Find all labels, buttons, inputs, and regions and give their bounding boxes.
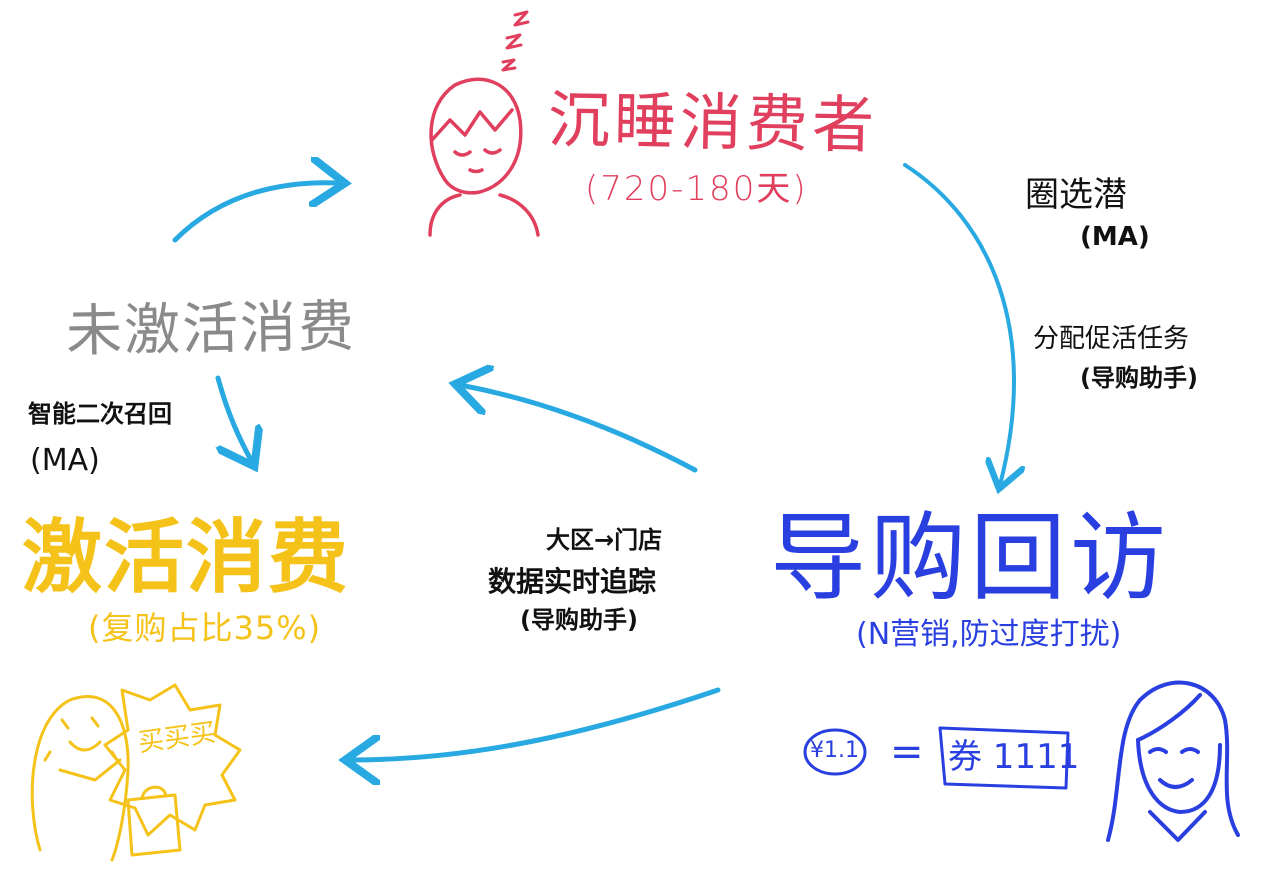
annotation-assign-task-line2: (导购助手) — [1080, 364, 1198, 392]
annotation-data-track-line2: 数据实时追踪 — [488, 565, 657, 598]
arrow-revisit-to-inactive — [460, 385, 698, 473]
zzz-icon — [501, 10, 530, 72]
arrow-inactive-to-sleeping — [172, 183, 340, 243]
annotation-smart-recall-line2: (MA) — [30, 443, 100, 478]
equals-sign: = — [890, 729, 924, 775]
annotation-data-track-line3: (导购助手) — [520, 606, 638, 634]
arrow-revisit-to-active — [350, 687, 721, 760]
coupon-label: 券 1111 — [948, 737, 1080, 777]
coin-label: ¥1.1 — [810, 738, 859, 763]
shopping-bag-icon — [126, 785, 182, 857]
burst-icon — [103, 683, 242, 837]
annotation-assign-task-line1: 分配促活任务 — [1033, 324, 1190, 354]
arrow-sleeping-to-revisit — [903, 163, 1014, 485]
annotation-circle-select-line1: 圈选潜 — [1025, 175, 1127, 215]
node-sleeping-subtitle: (720-180天) — [585, 169, 808, 209]
annotation-circle-select-line2: (MA) — [1080, 222, 1150, 252]
annotation-data-track-line1: 大区→门店 — [546, 526, 663, 554]
node-revisit-title: 导购回访 — [770, 502, 1170, 614]
arrow-inactive-to-active — [215, 375, 252, 462]
node-active-title: 激活消费 — [22, 511, 350, 604]
annotation-smart-recall-line1: 智能二次召回 — [28, 400, 172, 428]
node-revisit-subtitle: (N营销,防过度打扰) — [856, 617, 1122, 652]
node-active-subtitle: (复购占比35%) — [88, 609, 322, 647]
